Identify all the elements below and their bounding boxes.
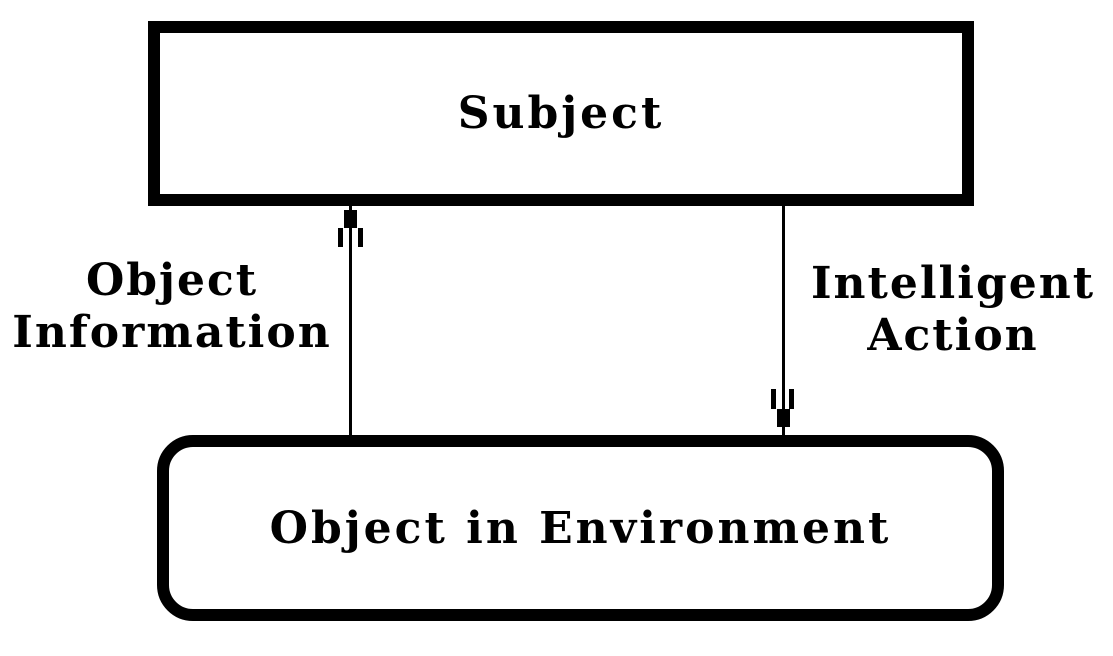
intelligent-action-edge-label: Intelligent Action bbox=[810, 258, 1096, 361]
object-information-edge-label: Object Information bbox=[12, 255, 332, 358]
object-information-arrow bbox=[338, 205, 363, 437]
up-arrowhead-icon bbox=[338, 210, 363, 247]
environment-node: Object in Environment bbox=[157, 435, 1004, 621]
subject-node: Subject bbox=[148, 21, 974, 206]
intelligent-action-arrow bbox=[771, 205, 794, 437]
subject-node-label: Subject bbox=[457, 88, 665, 139]
environment-node-label: Object in Environment bbox=[269, 502, 892, 554]
down-arrowhead-icon bbox=[771, 389, 794, 427]
arrow-stem bbox=[349, 205, 352, 437]
arrow-stem bbox=[782, 205, 785, 437]
